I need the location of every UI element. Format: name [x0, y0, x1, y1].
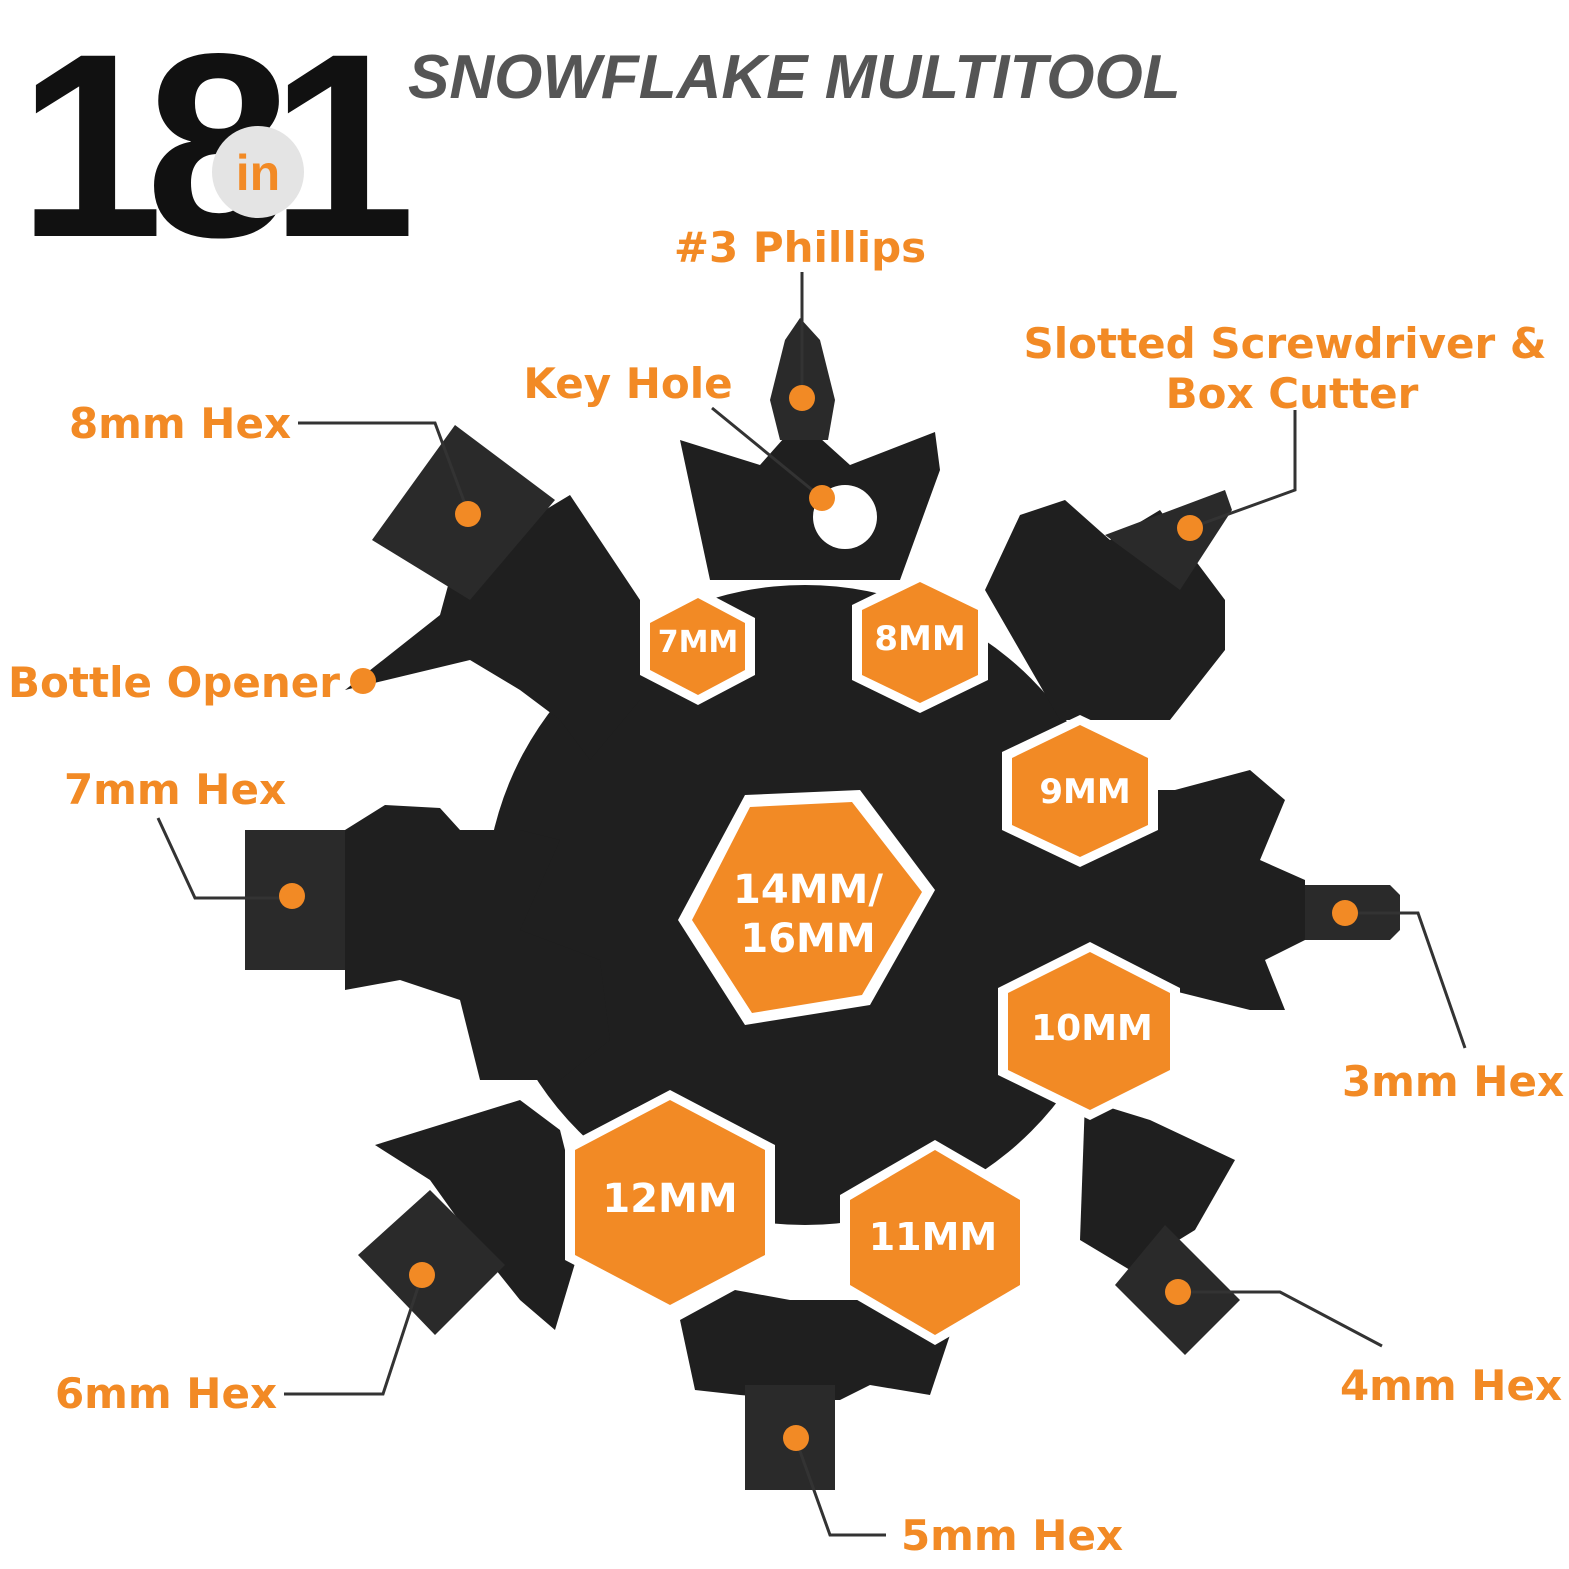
leader-key-hole [711, 406, 823, 500]
socket-12mm: 12MM [565, 1090, 775, 1315]
callout-dot-icon [409, 1262, 435, 1288]
socket-10mm: 10MM [998, 942, 1180, 1120]
socket-11mm-label: 11MM [869, 1215, 998, 1259]
product-title: SNOWFLAKE MULTITOOL [408, 43, 1181, 112]
callout-dot-icon [1177, 515, 1203, 541]
socket-14-16mm: 14MM/ 16MM [678, 790, 935, 1025]
label-phillips: #3 Phillips [674, 223, 926, 272]
tool-arm-bottom [680, 1290, 950, 1400]
callout-dot-icon [350, 668, 376, 694]
socket-10mm-label: 10MM [1031, 1008, 1153, 1049]
socket-11mm: 11MM [840, 1140, 1030, 1345]
tool-arm-upper-left [345, 495, 640, 760]
callout-dot-icon [279, 883, 305, 909]
label-slotted-line1: Slotted Screwdriver & [1024, 319, 1547, 368]
callout-dots [279, 385, 1358, 1451]
socket-9mm: 9MM [1002, 715, 1158, 867]
callout-dot-icon [789, 385, 815, 411]
tool-arm-left [345, 805, 610, 1080]
label-4mm-hex: 4mm Hex [1340, 1361, 1562, 1410]
hex-bit-6mm [358, 1190, 505, 1335]
socket-8mm: 8MM [852, 572, 988, 713]
leader-5mm-hex [794, 1439, 886, 1537]
leader-slotted [1189, 410, 1297, 530]
multitool-illustration [245, 318, 1400, 1490]
leader-6mm-hex [284, 1274, 424, 1396]
count-small: 1 [270, 0, 416, 292]
label-bottle-opener: Bottle Opener [8, 658, 340, 707]
socket-16mm-label: 16MM [740, 916, 875, 962]
socket-8mm-label: 8MM [874, 619, 965, 659]
socket-9mm-label: 9MM [1039, 772, 1130, 812]
leader-3mm-hex [1345, 911, 1467, 1049]
tool-arm-lower-left [375, 1100, 585, 1330]
tool-arm-lower-right [1080, 1100, 1235, 1270]
socket-7mm-label: 7MM [658, 625, 739, 660]
socket-12mm-label: 12MM [602, 1176, 737, 1222]
socket-14mm-label: 14MM/ [733, 867, 883, 913]
label-slotted-line2: Box Cutter [1166, 369, 1419, 418]
in-word: in [236, 145, 280, 201]
label-3mm-hex: 3mm Hex [1342, 1057, 1564, 1106]
callout-dot-icon [455, 501, 481, 527]
leader-7mm-hex [156, 817, 292, 900]
callout-labels: #3 Phillips Key Hole Slotted Screwdriver… [8, 223, 1564, 1560]
leader-lines [156, 272, 1467, 1537]
label-7mm-hex: 7mm Hex [64, 765, 286, 814]
label-6mm-hex: 6mm Hex [55, 1369, 277, 1418]
slotted-bit [1105, 490, 1232, 590]
label-5mm-hex: 5mm Hex [901, 1511, 1123, 1560]
callout-dot-icon [1165, 1279, 1191, 1305]
leader-4mm-hex [1178, 1290, 1383, 1348]
callout-dot-icon [783, 1425, 809, 1451]
label-8mm-hex: 8mm Hex [69, 399, 291, 448]
callout-dot-icon [1332, 900, 1358, 926]
header: 18 in 1 SNOWFLAKE MULTITOOL [18, 0, 1181, 292]
leader-8mm-hex [298, 421, 470, 513]
socket-7mm: 7MM [640, 588, 755, 705]
in-badge [212, 126, 304, 218]
sockets: 7MM 8MM 9MM 10MM 11MM 12MM [565, 572, 1180, 1345]
label-key-hole: Key Hole [523, 359, 732, 408]
callout-dot-icon [809, 485, 835, 511]
